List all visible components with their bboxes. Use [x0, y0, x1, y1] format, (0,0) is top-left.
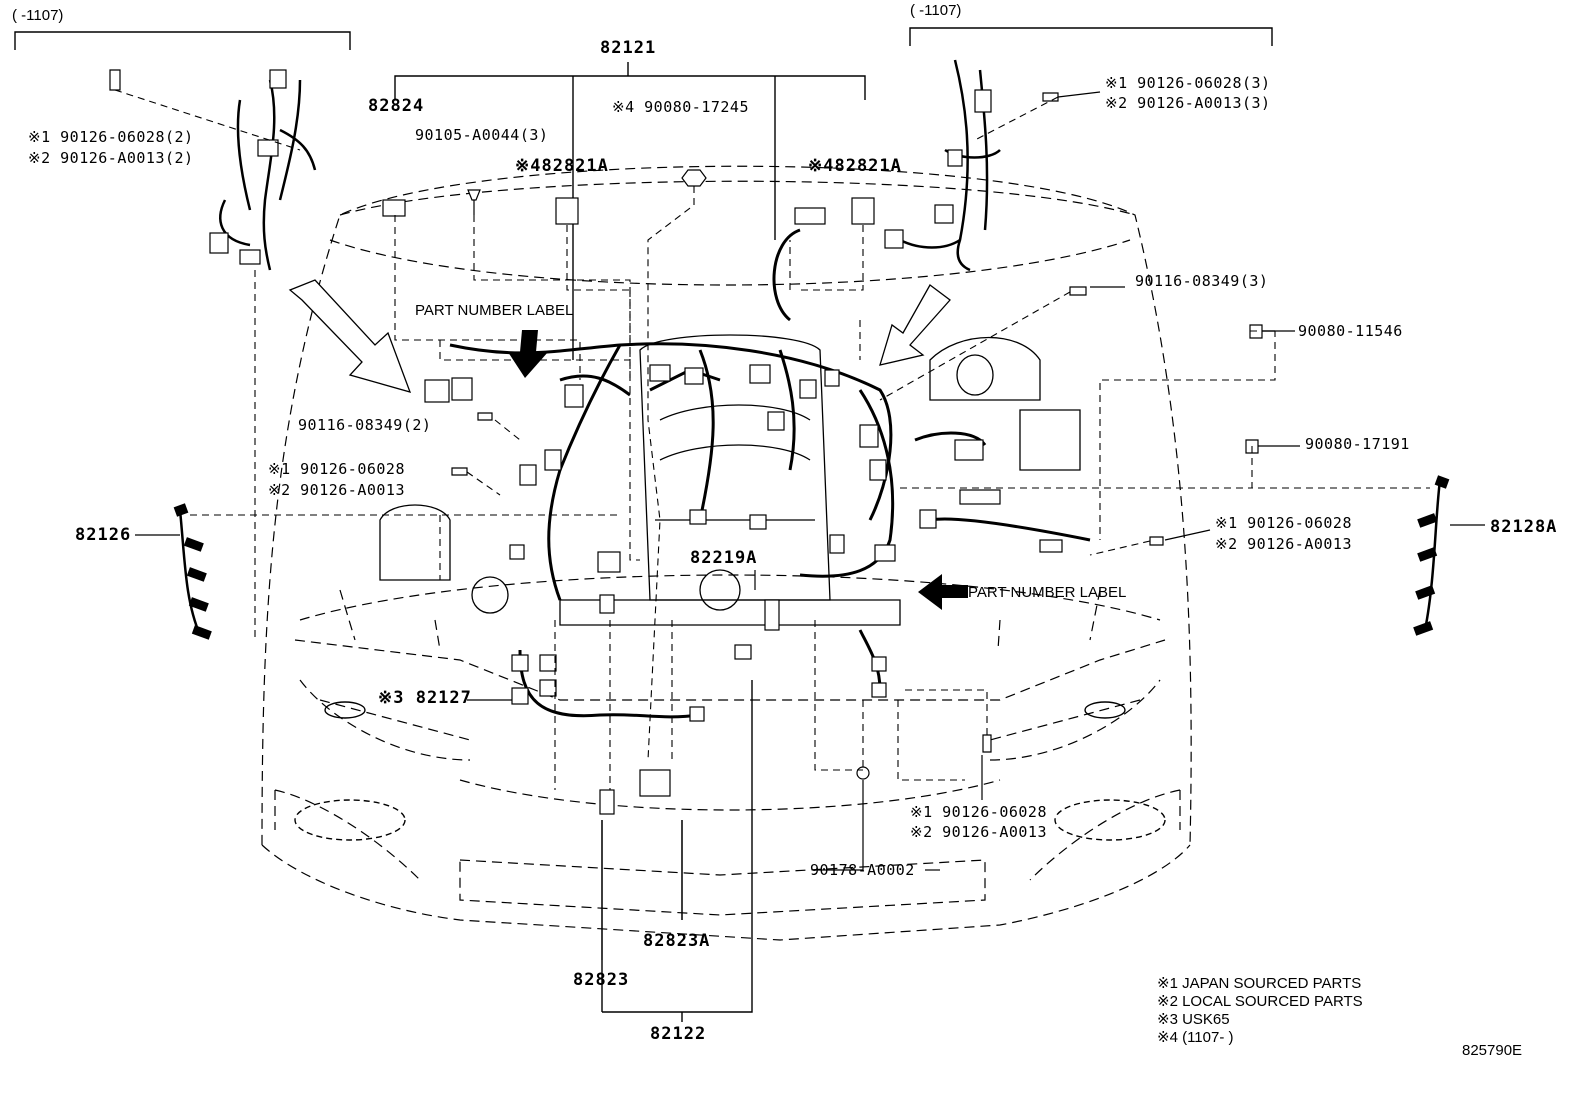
part-label-90080-17191[interactable]: 90080-17191 — [1305, 435, 1410, 453]
part-number-label-top: PART NUMBER LABEL — [415, 302, 574, 319]
part-label-tl-japan[interactable]: ※1 90126-06028(2) — [28, 128, 194, 146]
date-range-left: ( -1107) — [12, 7, 64, 24]
part-number-label-right: PART NUMBER LABEL — [968, 584, 1127, 601]
part-label-mr-local[interactable]: ※2 90126-A0013 — [1215, 535, 1352, 553]
part-label-82121[interactable]: 82121 — [600, 38, 657, 58]
part-label-82823[interactable]: 82823 — [573, 970, 630, 990]
engine-components — [379, 334, 1081, 626]
legend-item-local: ※2 LOCAL SOURCED PARTS — [1157, 993, 1363, 1010]
connectors — [209, 69, 1063, 815]
part-label-tr-japan[interactable]: ※1 90126-06028(3) — [1105, 74, 1271, 92]
part-label-90105-a0044[interactable]: 90105-A0044(3) — [415, 126, 549, 144]
part-label-tr-local[interactable]: ※2 90126-A0013(3) — [1105, 94, 1271, 112]
part-label-90116-08349-3[interactable]: 90116-08349(3) — [1135, 272, 1269, 290]
part-label-82122[interactable]: 82122 — [650, 1024, 707, 1044]
part-label-82128a[interactable]: 82128A — [1490, 517, 1558, 537]
harness-detail-top-right — [899, 59, 1001, 272]
part-label-ml-local[interactable]: ※2 90126-A0013 — [268, 481, 405, 499]
part-label-90178-a0002[interactable]: 90178-A0002 — [810, 861, 915, 879]
legend-item-date: ※4 (1107- ) — [1157, 1029, 1234, 1046]
part-label-90080-11546[interactable]: 90080-11546 — [1298, 322, 1403, 340]
vehicle-body-outline — [261, 165, 1192, 941]
part-label-82127[interactable]: ※3 82127 — [378, 688, 472, 708]
part-label-90080-17245[interactable]: ※4 90080-17245 — [612, 98, 749, 116]
legend-item-usk65: ※3 USK65 — [1157, 1011, 1230, 1028]
part-label-br-japan[interactable]: ※1 90126-06028 — [910, 803, 1047, 821]
date-bracket-right — [909, 27, 1273, 46]
part-label-ml-japan[interactable]: ※1 90126-06028 — [268, 460, 405, 478]
leader-lines — [114, 89, 1430, 790]
part-label-82824[interactable]: 82824 — [368, 96, 425, 116]
part-label-82126[interactable]: 82126 — [75, 525, 132, 545]
date-range-right: ( -1107) — [910, 2, 962, 19]
part-label-90116-08349-2[interactable]: 90116-08349(2) — [298, 416, 432, 434]
part-label-mr-japan[interactable]: ※1 90126-06028 — [1215, 514, 1352, 532]
part-label-br-local[interactable]: ※2 90126-A0013 — [910, 823, 1047, 841]
part-label-tl-local[interactable]: ※2 90126-A0013(2) — [28, 149, 194, 167]
part-label-82821a-left[interactable]: ※482821A — [515, 156, 609, 176]
part-label-82823a[interactable]: 82823A — [643, 931, 711, 951]
legend-item-japan: ※1 JAPAN SOURCED PARTS — [1157, 975, 1362, 992]
harness-detail-top-left — [219, 79, 317, 271]
footnote-legend: ※1 JAPAN SOURCED PARTS ※2 LOCAL SOURCED … — [1157, 975, 1363, 1047]
date-bracket-left — [14, 31, 351, 50]
bracket-82122 — [602, 680, 753, 1022]
part-label-82821a-right[interactable]: ※482821A — [808, 156, 902, 176]
part-label-82219a[interactable]: 82219A — [690, 548, 758, 568]
diagram-id: 825790E — [1462, 1042, 1523, 1059]
